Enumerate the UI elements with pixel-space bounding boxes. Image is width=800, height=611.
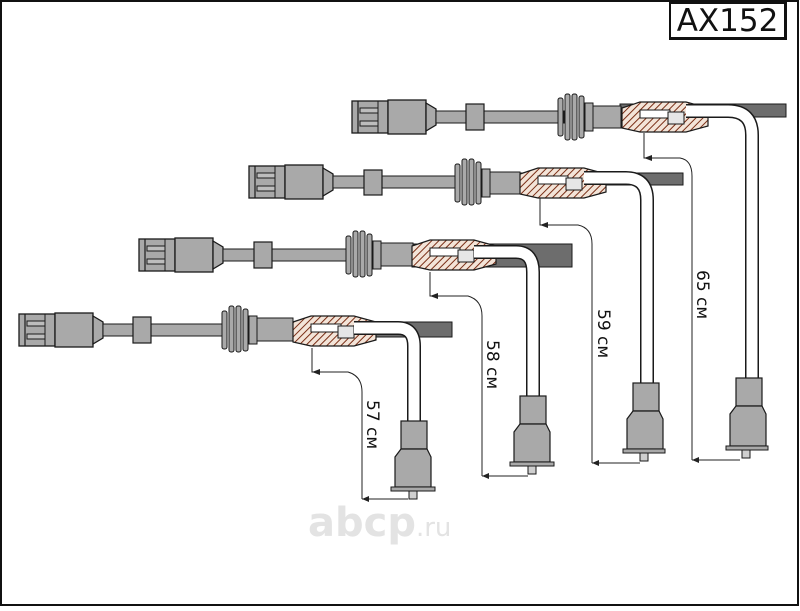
cable-58cm bbox=[138, 230, 573, 479]
length-label-57: 57 см bbox=[362, 400, 382, 449]
watermark: abcp.ru bbox=[308, 500, 451, 546]
cable-65cm bbox=[351, 93, 787, 463]
watermark-brand: abcp bbox=[308, 500, 416, 546]
part-code-label: AX152 bbox=[669, 2, 787, 40]
cable-57cm bbox=[18, 305, 453, 502]
cable-59cm bbox=[248, 158, 684, 466]
length-label-59: 59 см bbox=[593, 309, 613, 358]
watermark-tld: .ru bbox=[415, 513, 452, 543]
length-label-58: 58 см bbox=[482, 340, 502, 389]
length-label-65: 65 см bbox=[692, 270, 712, 319]
